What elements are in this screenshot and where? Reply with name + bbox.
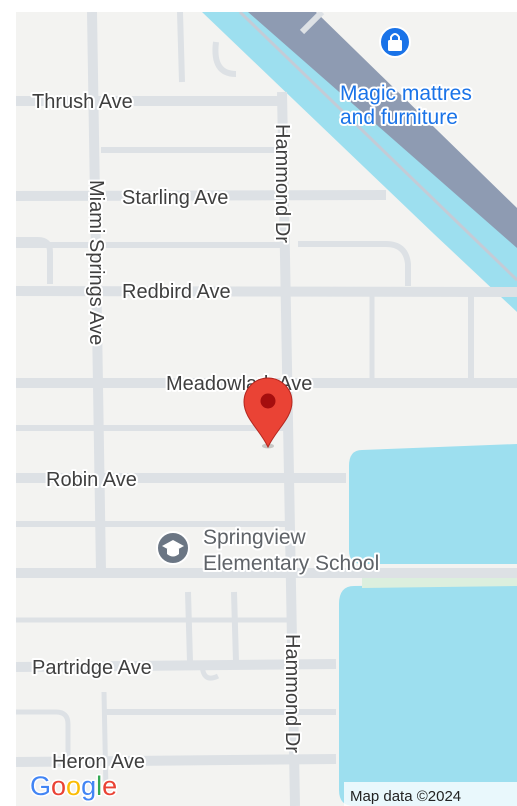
poi-store-name-line1: Magic mattres <box>340 82 472 105</box>
street-label-meadowlark-ave: Meadowlark Ave <box>166 373 312 395</box>
graduation-cap-icon <box>156 531 190 565</box>
poi-magic-mattress[interactable]: Magic mattres and furniture <box>338 26 474 131</box>
street-label-hammond-dr-north: Hammond Dr <box>271 124 293 243</box>
street-label-redbird-ave: Redbird Ave <box>122 281 231 303</box>
google-logo-letter-o1: o <box>51 771 66 801</box>
lake-south <box>339 584 517 806</box>
location-pin-icon[interactable] <box>243 377 293 449</box>
attribution-background <box>344 782 517 806</box>
google-logo-letter-g2: g <box>81 771 96 801</box>
canal-water <box>202 12 517 312</box>
lake-north <box>349 444 517 564</box>
poi-school-name-line2: Elementary School <box>203 552 379 575</box>
map-attribution[interactable]: Map data ©2024 <box>350 788 461 805</box>
shopping-bag-icon <box>379 26 411 58</box>
google-logo-letter-l: l <box>96 771 102 801</box>
street-label-starling-ave: Starling Ave <box>122 187 228 209</box>
google-logo-letter-o2: o <box>66 771 81 801</box>
map-canvas[interactable]: Thrush Ave Starling Ave Redbird Ave Mead… <box>16 12 517 806</box>
google-logo-letter-e: e <box>102 771 117 801</box>
street-label-miami-springs-ave: Miami Springs Ave <box>85 180 107 345</box>
street-label-heron-ave: Heron Ave <box>52 751 145 773</box>
streets-ew <box>16 96 517 767</box>
street-label-thrush-ave: Thrush Ave <box>32 91 133 113</box>
highway <box>248 12 517 248</box>
street-label-hammond-dr-south: Hammond Dr <box>281 634 303 753</box>
highway-ramp <box>238 12 517 282</box>
street-label-partridge-ave: Partridge Ave <box>32 657 152 679</box>
map-view[interactable]: Thrush Ave Starling Ave Redbird Ave Mead… <box>16 12 517 806</box>
google-logo[interactable]: Google <box>29 770 119 803</box>
street-label-robin-ave: Robin Ave <box>46 469 137 491</box>
poi-store-name-line2: and furniture <box>340 106 458 129</box>
google-logo-letter-g: G <box>30 771 51 801</box>
poi-springview-school[interactable]: Springview Elementary School <box>156 524 381 577</box>
streets-curved <box>16 12 411 757</box>
poi-school-name-line1: Springview <box>203 526 307 549</box>
